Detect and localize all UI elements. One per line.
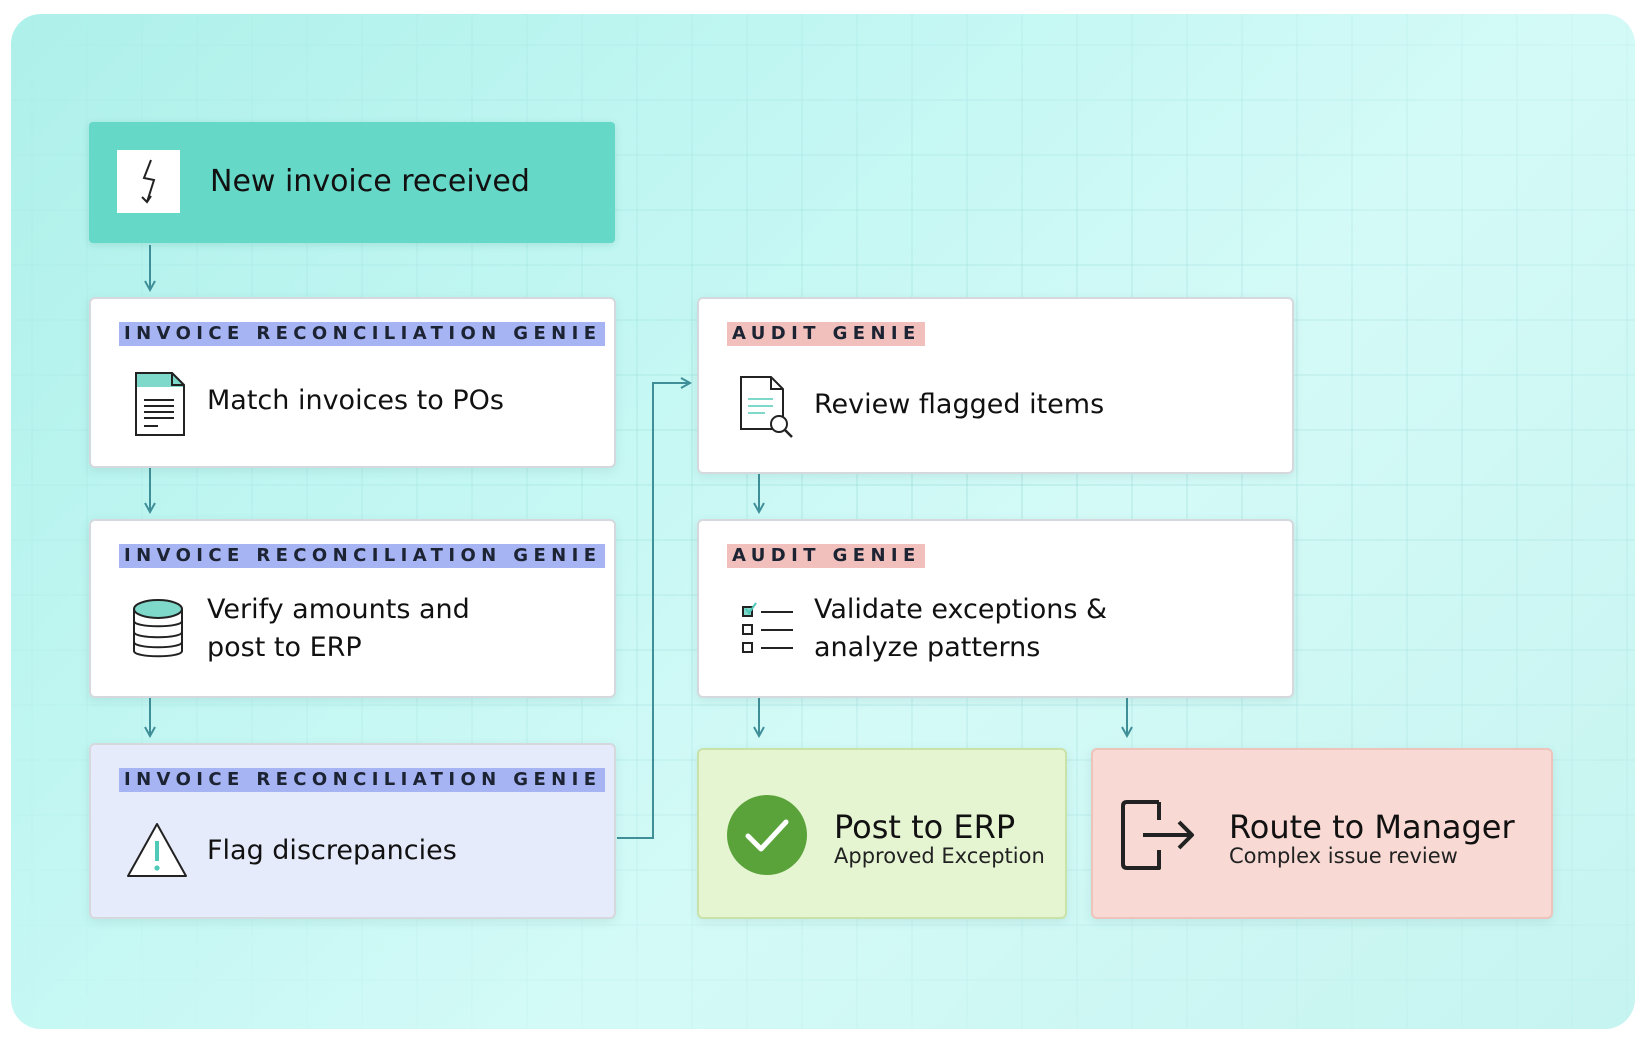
route-to-manager-title: Route to Manager — [1229, 808, 1515, 846]
card-review-flagged[interactable]: AUDIT GENIE Review flagged items — [697, 297, 1294, 474]
invoice-genie-tag: INVOICE RECONCILIATION GENIE — [119, 322, 606, 346]
connector-flag-to-review — [617, 383, 690, 839]
invoice-genie-tag: INVOICE RECONCILIATION GENIE — [119, 768, 606, 792]
card-match-invoices[interactable]: INVOICE RECONCILIATION GENIE Match invoi… — [89, 297, 616, 468]
verify-amounts-label-line1: Verify amounts and — [207, 594, 470, 625]
verify-amounts-label-line2: post to ERP — [207, 632, 362, 663]
invoice-genie-tag: INVOICE RECONCILIATION GENIE — [119, 544, 606, 568]
trigger-card[interactable]: New invoice received — [89, 122, 615, 243]
trigger-icon-box — [117, 150, 180, 213]
lightning-bolt-icon — [141, 159, 156, 204]
database-icon — [133, 599, 183, 658]
audit-genie-tag: AUDIT GENIE — [727, 544, 925, 568]
route-to-manager-subtitle: Complex issue review — [1229, 844, 1458, 868]
card-flag-discrepancies[interactable]: INVOICE RECONCILIATION GENIE Flag discre… — [89, 743, 616, 919]
review-flagged-label: Review flagged items — [814, 389, 1105, 420]
card-verify-amounts[interactable]: INVOICE RECONCILIATION GENIE Verify amou… — [89, 519, 616, 698]
exit-arrow-icon — [1121, 800, 1194, 870]
post-to-erp-title: Post to ERP — [834, 808, 1016, 846]
post-to-erp-subtitle: Approved Exception — [834, 844, 1045, 868]
checklist-icon — [742, 602, 793, 653]
trigger-label: New invoice received — [210, 164, 530, 199]
card-route-to-manager[interactable]: Route to Manager Complex issue review — [1091, 748, 1553, 919]
match-invoices-label: Match invoices to POs — [207, 385, 504, 416]
document-icon — [135, 372, 185, 436]
card-post-to-erp[interactable]: Post to ERP Approved Exception — [697, 748, 1067, 919]
audit-genie-tag: AUDIT GENIE — [727, 322, 925, 346]
validate-exceptions-label-line1: Validate exceptions & — [814, 594, 1108, 625]
checkmark-circle-icon — [727, 795, 807, 875]
warning-icon — [127, 823, 187, 877]
card-validate-exceptions[interactable]: AUDIT GENIE Validate exceptions & analyz… — [697, 519, 1294, 698]
validate-exceptions-label-line2: analyze patterns — [814, 632, 1041, 663]
flag-discrepancies-label: Flag discrepancies — [207, 835, 457, 866]
document-search-icon — [740, 376, 793, 438]
